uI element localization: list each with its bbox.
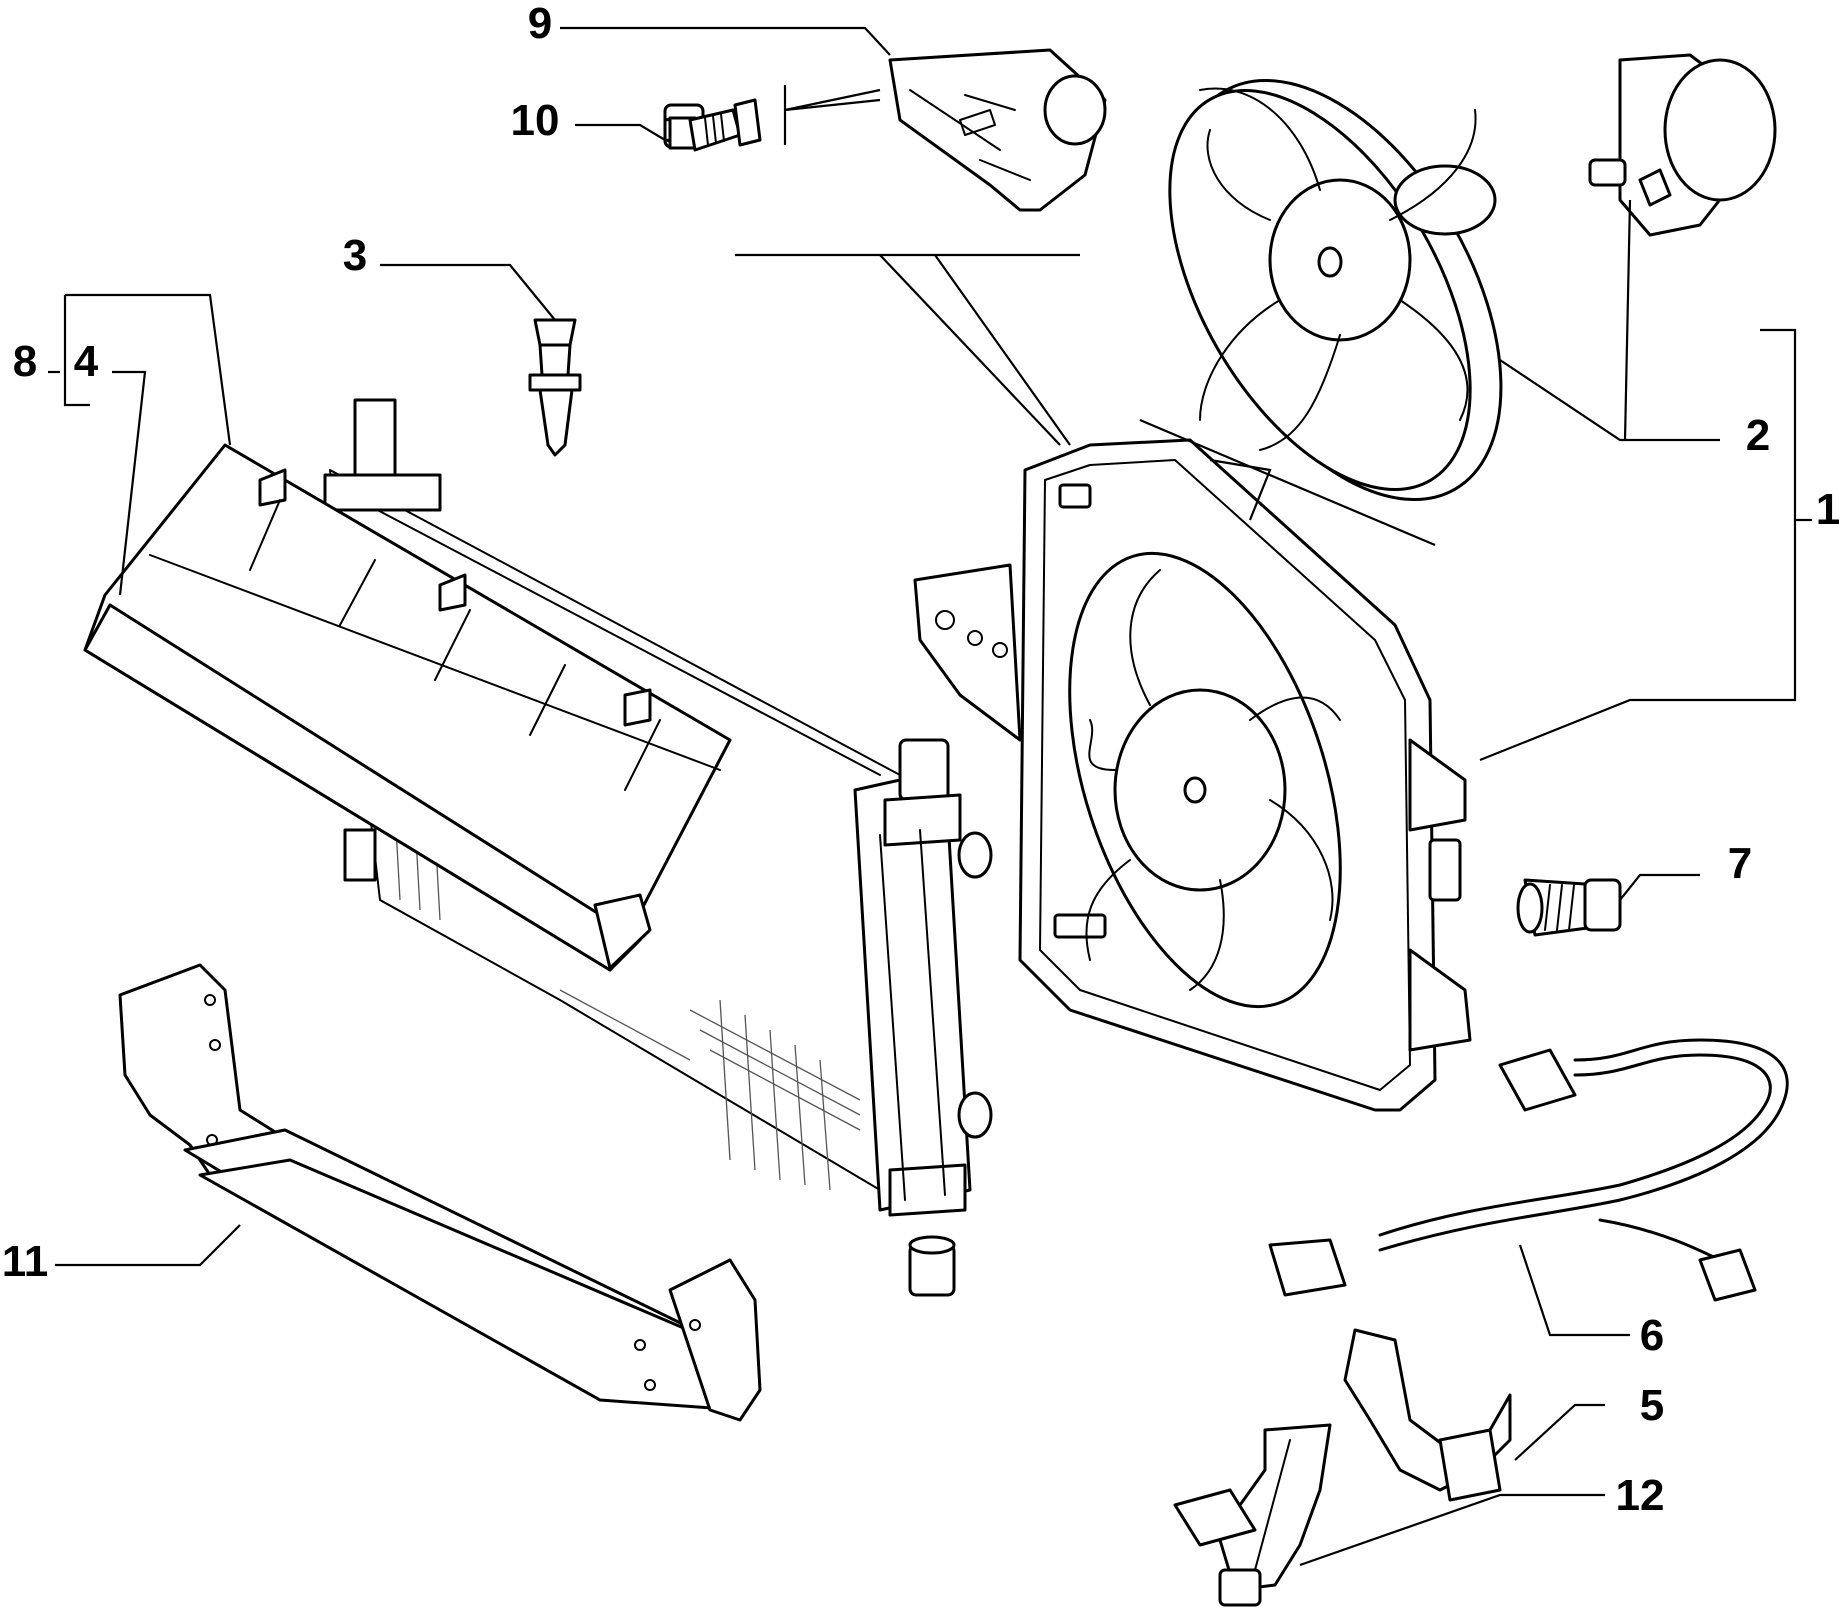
- callout-10: 10: [511, 96, 560, 145]
- callout-11: 11: [2, 1237, 49, 1286]
- radiator-core: [323, 398, 901, 1191]
- callout-6: 6: [1640, 1311, 1664, 1360]
- screw: [663, 98, 762, 152]
- bracket: [1173, 1423, 1332, 1607]
- callout-12: 12: [1616, 1471, 1665, 1520]
- wiring-harness: [1268, 1038, 1789, 1302]
- callout-labels: 9 10 3 8 4 2 1 7 11 6 5 12: [2, 0, 1839, 1520]
- push-pin-clip: [528, 318, 582, 457]
- air-deflector: [83, 443, 732, 972]
- fan-shroud-assembly: [913, 438, 1472, 1112]
- fan-and-motor: [1168, 53, 1777, 502]
- bolt: [1516, 878, 1622, 937]
- callout-1: 1: [1816, 485, 1839, 534]
- callout-9: 9: [528, 0, 552, 48]
- callout-5: 5: [1640, 1381, 1664, 1430]
- callout-4: 4: [74, 337, 99, 386]
- drain-plug: [908, 1235, 956, 1297]
- callout-2: 2: [1746, 411, 1770, 460]
- leader-lines: [48, 26, 1812, 1567]
- callout-3: 3: [343, 231, 367, 280]
- callout-7: 7: [1728, 839, 1752, 888]
- cable-clamp: [1343, 1328, 1512, 1502]
- callout-8: 8: [13, 337, 37, 386]
- resistor: [888, 48, 1107, 212]
- lower-crossmember: [118, 963, 762, 1422]
- radiator-side-tank: [853, 738, 993, 1217]
